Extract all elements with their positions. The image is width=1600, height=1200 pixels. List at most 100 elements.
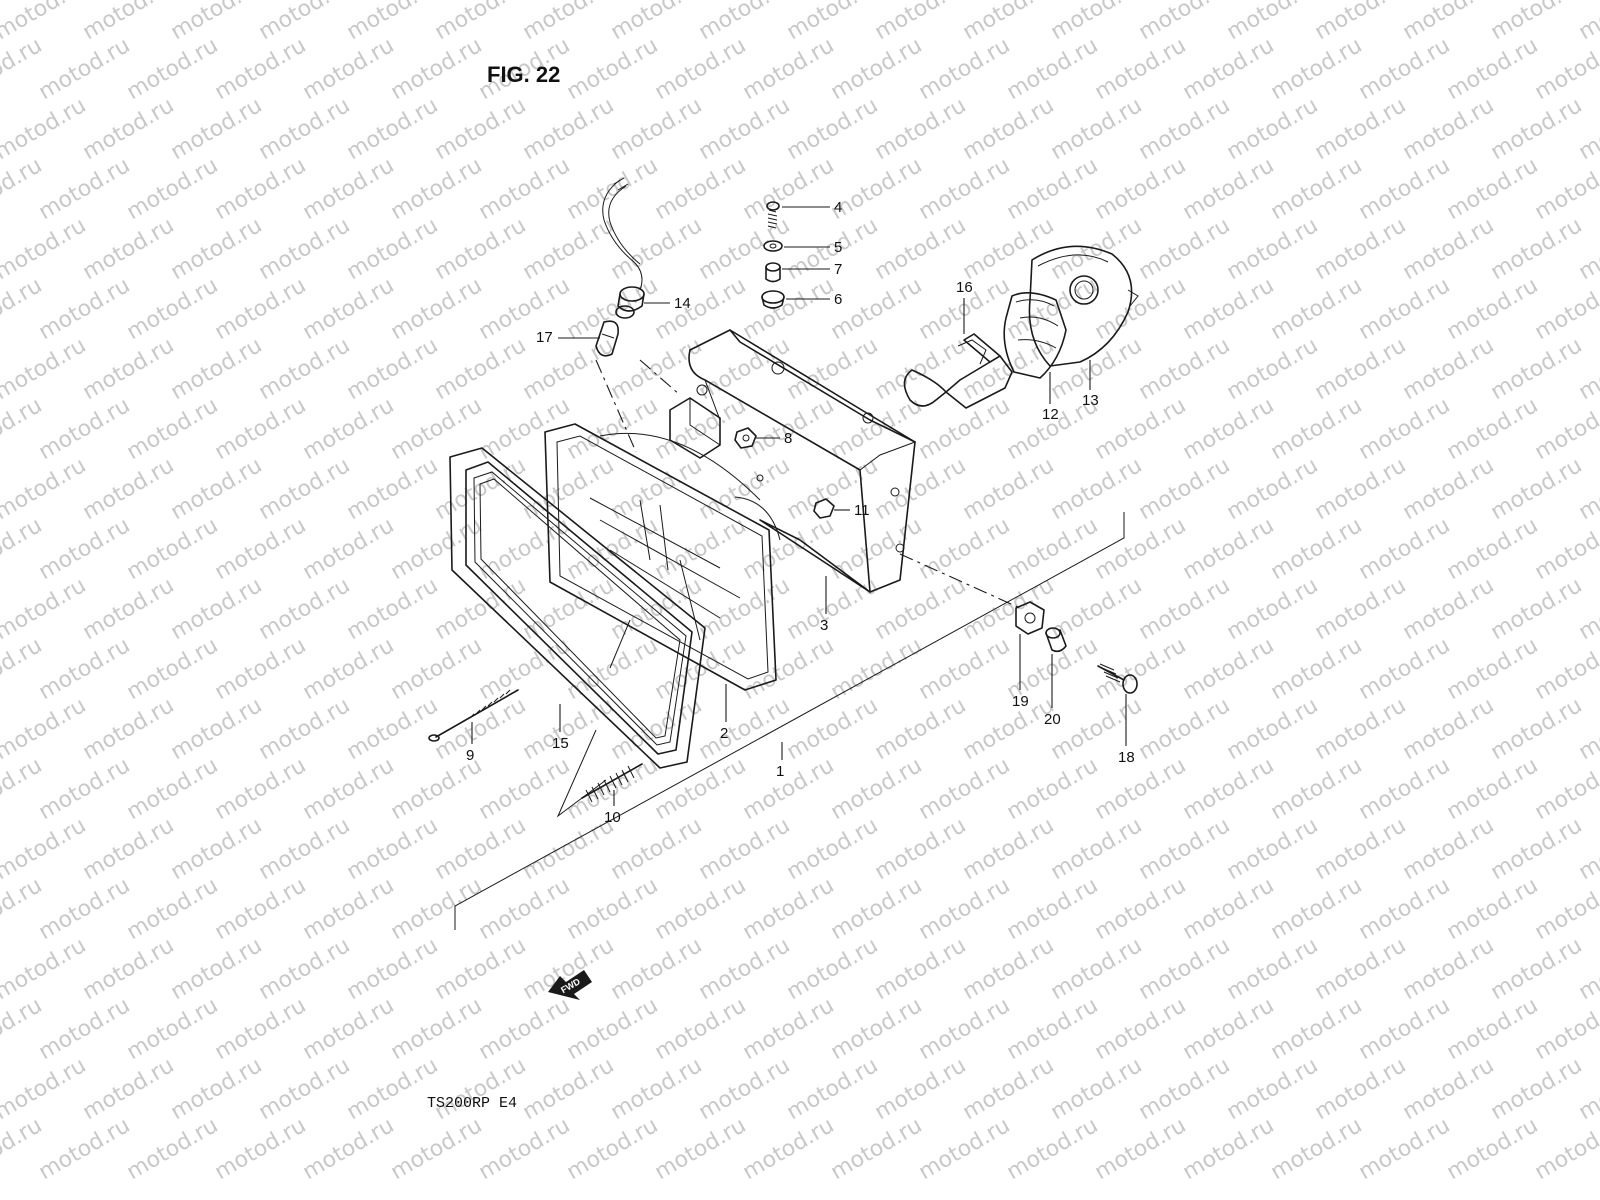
- watermark-text: motod.ru: [1487, 1053, 1587, 1125]
- watermark-text: motod.ru: [739, 633, 839, 705]
- watermark-text: motod.ru: [1311, 453, 1411, 525]
- callout-number-6: 6: [834, 291, 842, 308]
- watermark-text: motod.ru: [959, 933, 1059, 1005]
- callout-number-2: 2: [720, 725, 728, 742]
- watermark-text: motod.ru: [1311, 213, 1411, 285]
- watermark-text: motod.ru: [79, 93, 179, 165]
- watermark-text: motod.ru: [0, 513, 46, 585]
- watermark-text: motod.ru: [387, 513, 487, 585]
- watermark-text: motod.ru: [1355, 273, 1455, 345]
- watermark-text: motod.ru: [123, 513, 223, 585]
- watermark-text: motod.ru: [783, 93, 883, 165]
- watermark-text: motod.ru: [871, 813, 971, 885]
- watermark-text: motod.ru: [1355, 873, 1455, 945]
- watermark-text: motod.ru: [431, 0, 531, 45]
- watermark-text: motod.ru: [0, 33, 46, 105]
- watermark-text: motod.ru: [739, 153, 839, 225]
- watermark-text: motod.ru: [739, 33, 839, 105]
- watermark-text: motod.ru: [783, 333, 883, 405]
- watermark-text: motod.ru: [1311, 573, 1411, 645]
- callout-2: 2: [720, 684, 728, 742]
- callout-15: 15: [552, 704, 569, 752]
- watermark-text: motod.ru: [1311, 0, 1411, 45]
- watermark-text: motod.ru: [739, 993, 839, 1065]
- watermark-text: motod.ru: [1399, 933, 1499, 1005]
- sealed-beam-unit: [544, 423, 777, 691]
- watermark-text: motod.ru: [1267, 33, 1367, 105]
- watermark-text: motod.ru: [1003, 273, 1103, 345]
- nut-8: [734, 427, 757, 449]
- watermark-text: motod.ru: [1179, 273, 1279, 345]
- watermark-text: motod.ru: [1355, 393, 1455, 465]
- watermark-text: motod.ru: [871, 693, 971, 765]
- watermark-text: motod.ru: [1047, 0, 1147, 45]
- watermark-text: motod.ru: [255, 453, 355, 525]
- watermark-text: motod.ru: [1223, 0, 1323, 45]
- callout-number-14: 14: [674, 295, 691, 312]
- watermark-text: motod.ru: [651, 1113, 751, 1185]
- watermark-text: motod.ru: [431, 1053, 531, 1125]
- watermark-text: motod.ru: [1267, 153, 1367, 225]
- callout-13: 13: [1082, 360, 1099, 409]
- watermark-text: motod.ru: [1575, 0, 1600, 45]
- watermark-text: motod.ru: [1223, 453, 1323, 525]
- watermark-text: motod.ru: [431, 573, 531, 645]
- callout-number-8: 8: [784, 430, 792, 447]
- watermark-text: motod.ru: [1443, 993, 1543, 1065]
- watermark-text: motod.ru: [607, 1053, 707, 1125]
- watermark-text: motod.ru: [871, 93, 971, 165]
- assembly-bracket: [454, 512, 1125, 930]
- callout-number-4: 4: [834, 199, 842, 216]
- watermark-text: motod.ru: [79, 573, 179, 645]
- watermark-text: motod.ru: [387, 873, 487, 945]
- watermark-text: motod.ru: [651, 753, 751, 825]
- watermark-text: motod.ru: [827, 1113, 927, 1185]
- watermark-text: motod.ru: [299, 753, 399, 825]
- watermark-text: motod.ru: [1003, 513, 1103, 585]
- watermark-text: motod.ru: [35, 873, 135, 945]
- watermark-text: motod.ru: [299, 873, 399, 945]
- watermark-text: motod.ru: [915, 33, 1015, 105]
- watermark-text: motod.ru: [1091, 393, 1191, 465]
- watermark-text: motod.ru: [1531, 753, 1600, 825]
- watermark-text: motod.ru: [915, 873, 1015, 945]
- callout-11: 11: [834, 502, 870, 519]
- watermark-text: motod.ru: [299, 993, 399, 1065]
- watermark-text: motod.ru: [79, 1053, 179, 1125]
- watermark-text: motod.ru: [1399, 573, 1499, 645]
- watermark-text: motod.ru: [915, 513, 1015, 585]
- watermark-text: motod.ru: [343, 0, 443, 45]
- watermark-text: motod.ru: [519, 333, 619, 405]
- watermark-text: motod.ru: [695, 693, 795, 765]
- watermark-text: motod.ru: [35, 513, 135, 585]
- watermark-text: motod.ru: [343, 93, 443, 165]
- watermark-text: motod.ru: [431, 333, 531, 405]
- watermark-text: motod.ru: [1531, 513, 1600, 585]
- watermark-text: motod.ru: [343, 453, 443, 525]
- watermark-text: motod.ru: [1135, 933, 1235, 1005]
- watermark-text: motod.ru: [959, 333, 1059, 405]
- watermark-text: motod.ru: [739, 1113, 839, 1185]
- watermark-text: motod.ru: [563, 633, 663, 705]
- watermark-text: motod.ru: [695, 93, 795, 165]
- adjuster-collar: [1045, 627, 1067, 653]
- watermark-text: motod.ru: [1487, 93, 1587, 165]
- watermark-text: motod.ru: [695, 1053, 795, 1125]
- watermark-text: motod.ru: [651, 993, 751, 1065]
- watermark-text: motod.ru: [563, 33, 663, 105]
- watermark-text: motod.ru: [1531, 33, 1600, 105]
- watermark-text: motod.ru: [167, 813, 267, 885]
- watermark-text: motod.ru: [1091, 873, 1191, 945]
- watermark-text: motod.ru: [299, 33, 399, 105]
- watermark-text: motod.ru: [1179, 993, 1279, 1065]
- watermark-text: motod.ru: [299, 1113, 399, 1185]
- watermark-text: motod.ru: [563, 153, 663, 225]
- watermark-text: motod.ru: [1223, 213, 1323, 285]
- callout-1: 1: [776, 742, 784, 780]
- watermark-text: motod.ru: [123, 393, 223, 465]
- watermark-text: motod.ru: [0, 633, 46, 705]
- watermark-text: motod.ru: [1311, 93, 1411, 165]
